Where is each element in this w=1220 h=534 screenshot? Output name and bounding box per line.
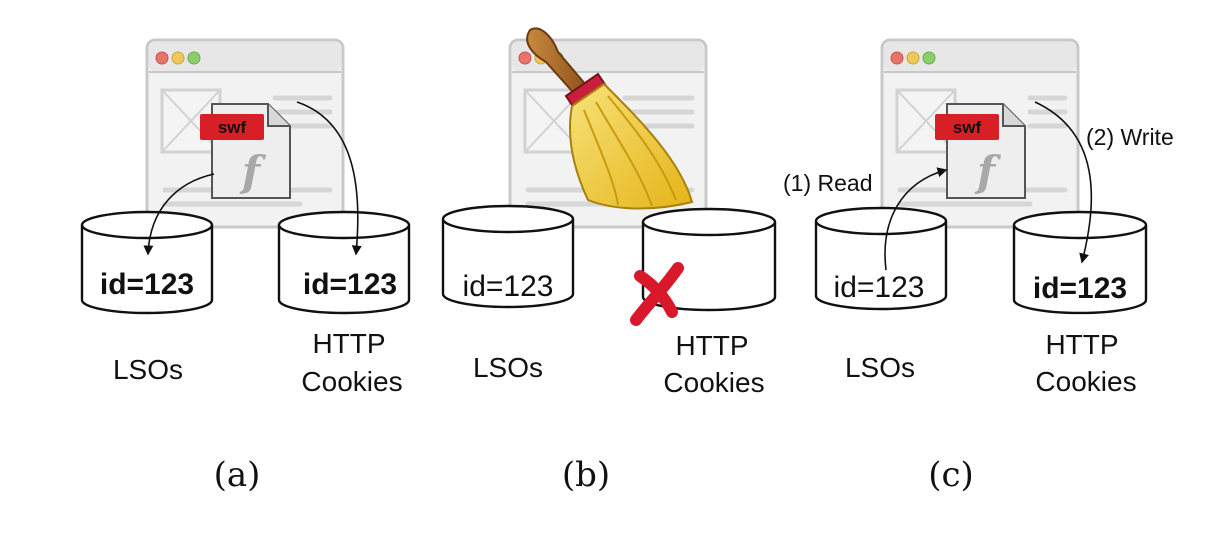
deleted-x-icon: [630, 262, 684, 326]
close-dot-icon: [518, 51, 532, 65]
arrow-page-to-cookie: [296, 101, 362, 256]
zoom-dot-icon: [187, 51, 201, 65]
cookie-value: id=123: [1033, 272, 1127, 305]
panel-c: swf f id=123 LSOs id=123 HTTP Cookies (1…: [783, 38, 1174, 495]
minimize-dot-icon: [171, 51, 185, 65]
cookie-store: [641, 207, 777, 312]
read-label: (1) Read: [783, 170, 872, 196]
caption-b: (b): [562, 455, 610, 495]
lso-value: id=123: [834, 271, 925, 304]
swf-tag-label: swf: [218, 118, 247, 137]
cookie-store-label-line2: Cookies: [663, 367, 764, 398]
arrow-swf-to-lso: [143, 173, 215, 256]
lso-store-label: LSOs: [473, 352, 543, 383]
broom-icon: [526, 27, 694, 210]
caption-a: (a): [214, 455, 261, 495]
close-dot-icon: [890, 51, 904, 65]
lso-store-label: LSOs: [845, 352, 915, 383]
zoom-dot-icon: [922, 51, 936, 65]
cookie-store-label-line1: HTTP: [675, 330, 748, 361]
cookie-store-label-line2: Cookies: [301, 366, 402, 397]
close-dot-icon: [155, 51, 169, 65]
arrow-read: [884, 167, 948, 271]
cookie-value: id=123: [303, 268, 397, 301]
arrow-write: [1034, 101, 1093, 264]
cookie-store-label-line2: Cookies: [1035, 366, 1136, 397]
lso-value: id=123: [100, 268, 194, 301]
swf-tag-label: swf: [953, 118, 982, 137]
swf-file-icon: swf f: [935, 103, 1026, 199]
panel-b: id=123 LSOs HTTP Cookies (b): [441, 27, 777, 495]
lso-store-label: LSOs: [113, 354, 183, 385]
lso-store: id=123: [814, 206, 948, 311]
write-label: (2) Write: [1086, 124, 1174, 150]
panel-a: swf f id=123 LSOs id=123 HTTP Cookies (a…: [80, 38, 411, 495]
cookie-store-label-line1: HTTP: [1045, 329, 1118, 360]
lso-store: id=123: [80, 210, 214, 315]
cookie-store: id=123: [277, 210, 411, 315]
cookie-store-label-line1: HTTP: [312, 328, 385, 359]
swf-file-icon: swf f: [200, 103, 291, 199]
lso-value: id=123: [463, 270, 554, 303]
cookie-store: id=123: [1012, 210, 1148, 315]
lso-store: id=123: [441, 204, 575, 309]
caption-c: (c): [928, 455, 974, 495]
minimize-dot-icon: [906, 51, 920, 65]
